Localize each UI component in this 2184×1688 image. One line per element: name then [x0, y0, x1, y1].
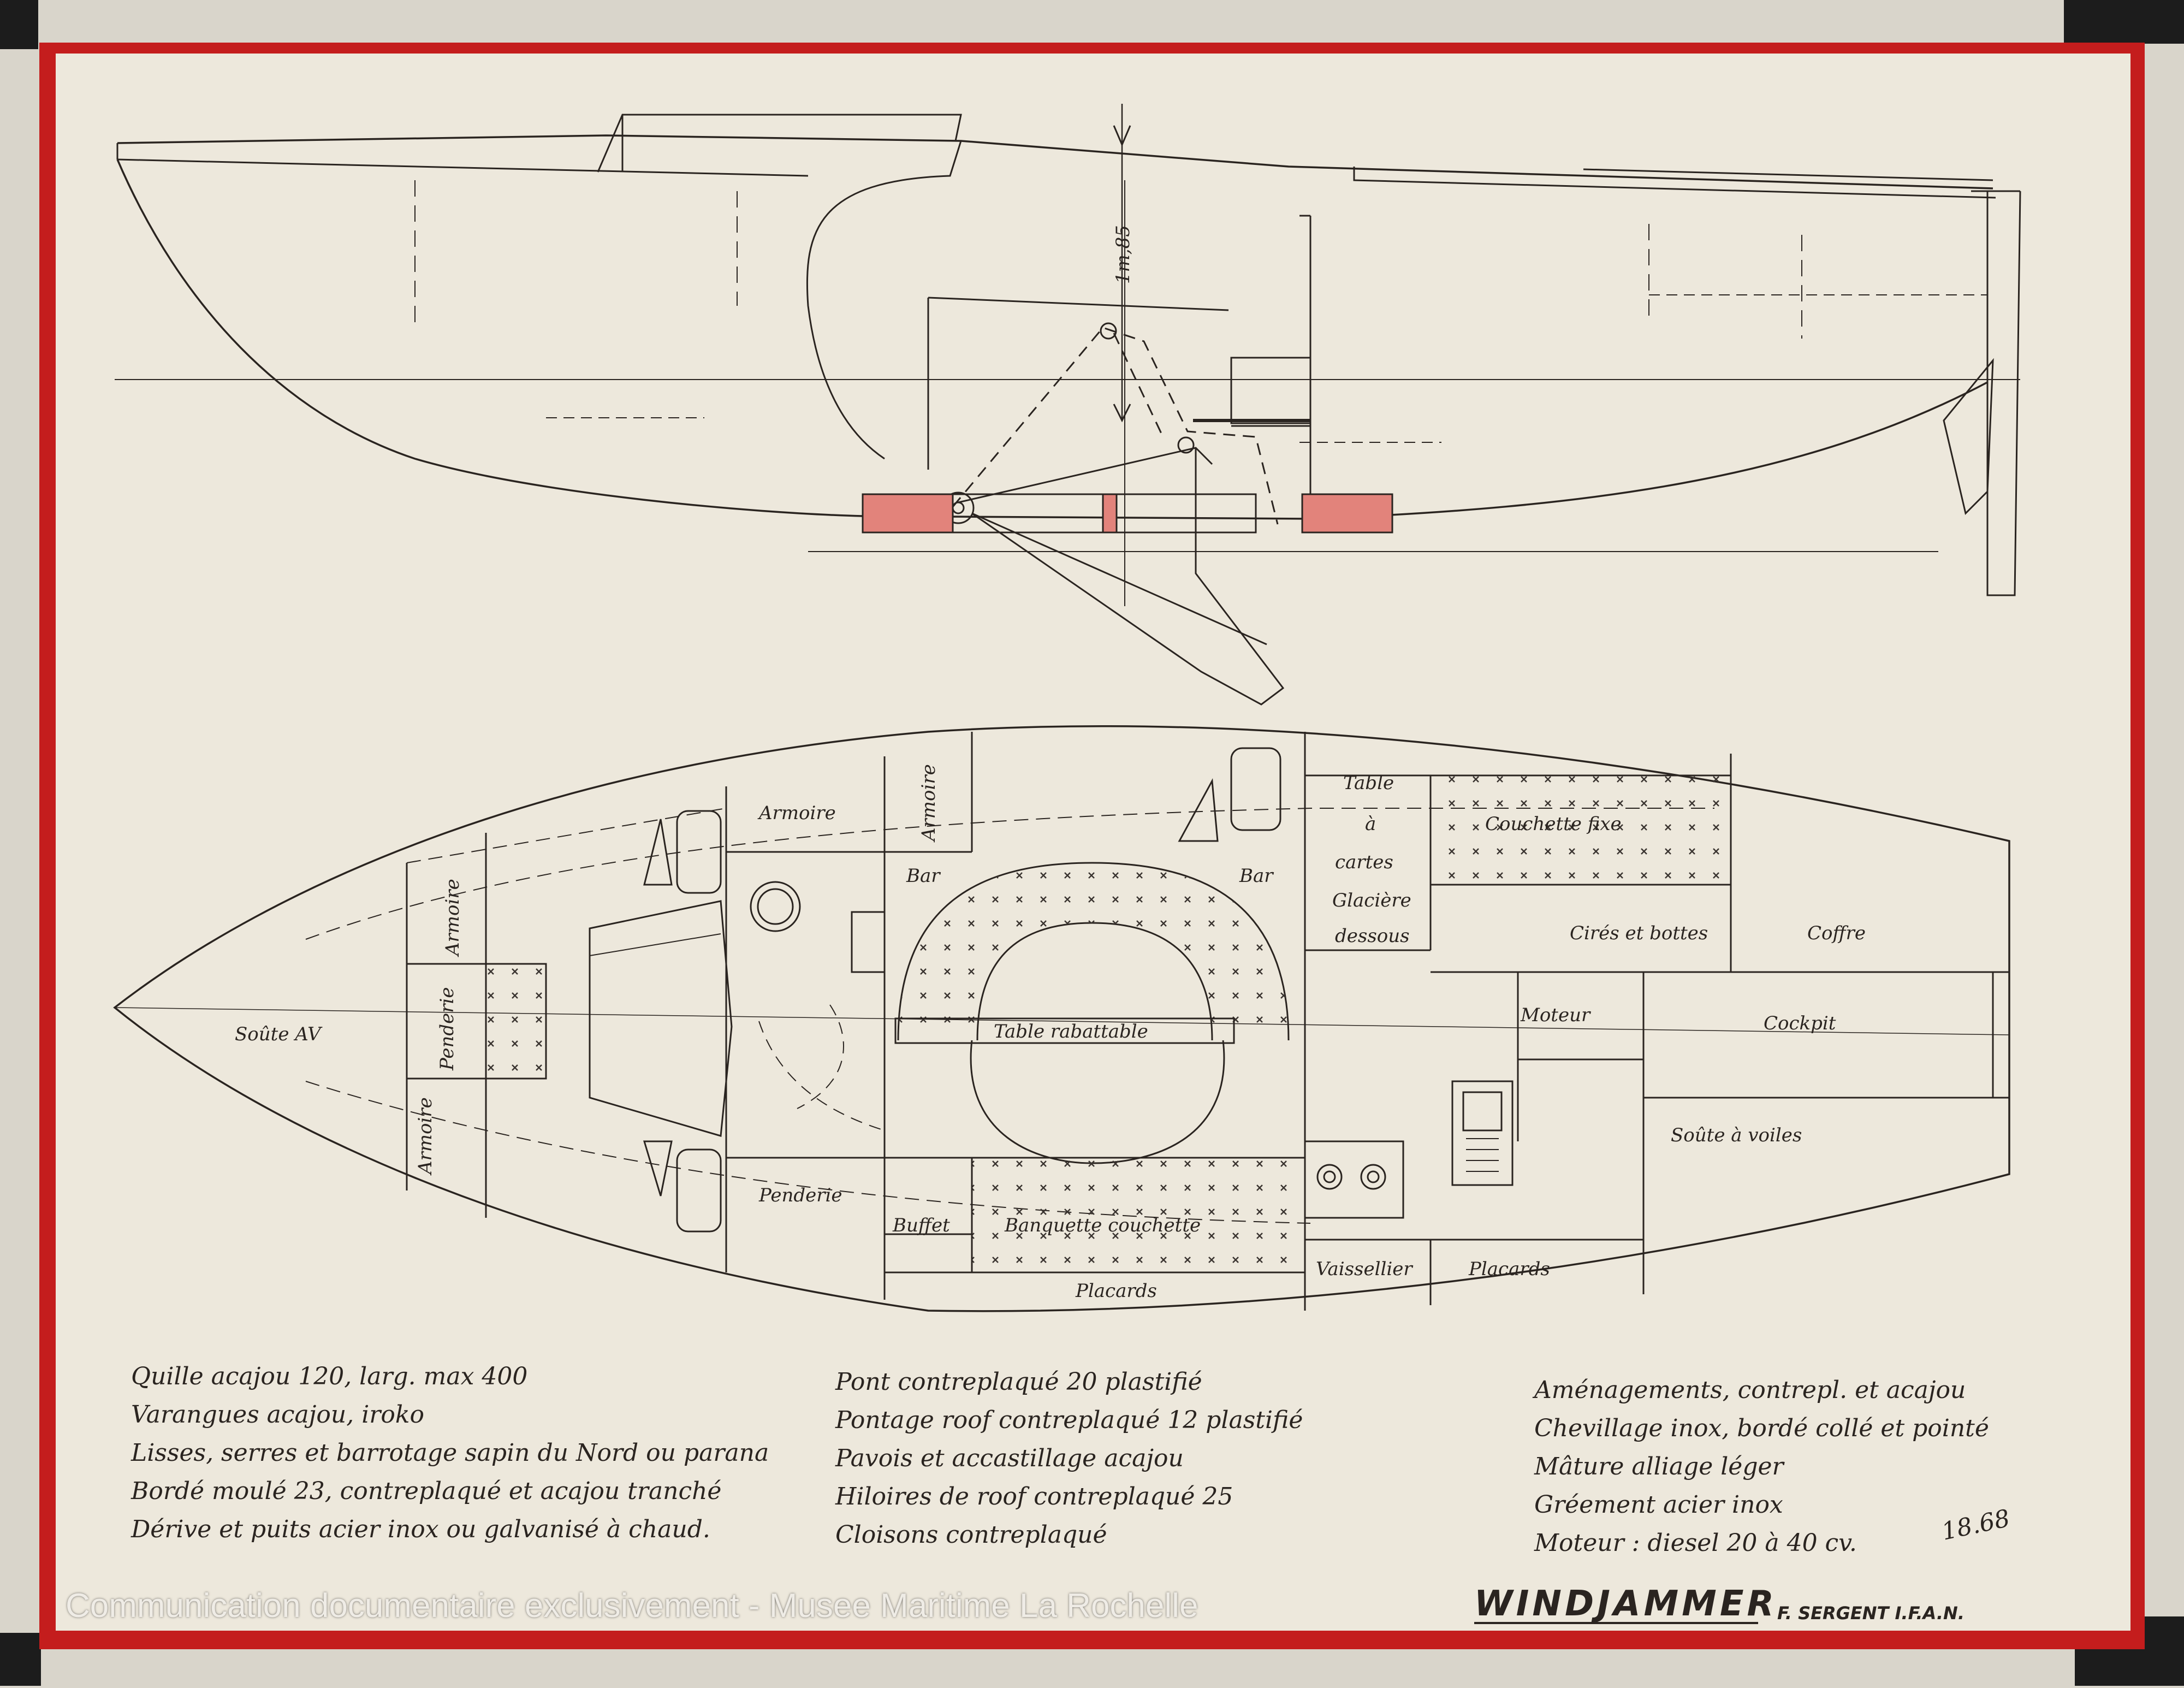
label-armoire-4: Armoire [414, 1097, 436, 1176]
watermark: Communication documentaire exclusivement… [66, 1587, 1198, 1625]
label-moteur: Moteur [1520, 1004, 1591, 1026]
dimension-label: 1m,85 [1112, 225, 1134, 284]
tape-bottom-left [0, 1633, 41, 1686]
note-middle-2: Pontage roof contreplaqué 12 plastifié [835, 1406, 1303, 1434]
label-soute-av: Soûte AV [235, 1023, 323, 1045]
label-bar-2: Bar [1239, 865, 1274, 887]
label-penderie-2: Penderie [758, 1184, 842, 1206]
label-glaciere-1: Glacière [1332, 890, 1411, 911]
label-glaciere-2: dessous [1335, 925, 1410, 947]
label-penderie-1: Penderie [436, 987, 458, 1071]
tracing-paper [56, 54, 2130, 1631]
note-middle-3: Pavois et accastillage acajou [835, 1444, 1184, 1472]
label-placards-1: Placards [1075, 1280, 1157, 1302]
note-middle-5: Cloisons contreplaqué [835, 1521, 1107, 1549]
note-left-2: Varangues acajou, iroko [131, 1401, 424, 1429]
label-table-rabattable: Table rabattable [994, 1021, 1148, 1043]
note-right-5: Moteur : diesel 20 à 40 cv. [1534, 1529, 1857, 1557]
plan-labels: Soûte AV Armoire Armoire Armoire Armoire… [235, 764, 1866, 1302]
note-left-1: Quille acajou 120, larg. max 400 [131, 1363, 527, 1390]
designer: F. SERGENT I.F.A.N. [1777, 1603, 1965, 1624]
label-banquette: Banquette couchette [1004, 1215, 1201, 1236]
note-left-3: Lisses, serres et barrotage sapin du Nor… [130, 1439, 769, 1467]
boat-name: WINDJAMMER [1474, 1584, 1777, 1624]
label-coffre: Coffre [1807, 922, 1866, 944]
label-armoire-3: Armoire [442, 879, 464, 957]
label-buffet: Buffet [892, 1215, 950, 1236]
label-bar-1: Bar [906, 865, 941, 887]
note-right-4: Gréement acier inox [1534, 1491, 1783, 1519]
profile-view [115, 104, 2021, 706]
note-right-2: Chevillage inox, bordé collé et pointé [1534, 1414, 1989, 1442]
label-armoire-2: Armoire [918, 764, 940, 843]
label-armoire-1: Armoire [757, 802, 836, 824]
note-right-3: Mâture alliage léger [1534, 1453, 1785, 1480]
label-placards-2: Placards [1468, 1258, 1550, 1280]
label-table-cartes-2: à [1365, 813, 1376, 835]
note-middle-4: Hiloires de roof contreplaqué 25 [835, 1483, 1233, 1511]
notes-middle: Pont contreplaqué 20 plastifié Pontage r… [835, 1368, 1303, 1549]
tape-top-left [0, 0, 38, 49]
note-left-4: Bordé moulé 23, contreplaqué et acajou t… [130, 1477, 721, 1505]
label-cires-bottes: Cirés et bottes [1570, 922, 1708, 944]
note-right-1: Aménagements, contrepl. et acajou [1532, 1376, 1966, 1404]
note-left-5: Dérive et puits acier inox ou galvanisé … [130, 1515, 710, 1543]
label-vaissellier: Vaissellier [1316, 1258, 1413, 1280]
label-couchette-fixe: Couchette fixe [1485, 813, 1622, 835]
label-cockpit: Cockpit [1764, 1012, 1836, 1034]
notes-right: Aménagements, contrepl. et acajou Chevil… [1532, 1376, 1989, 1557]
label-table-cartes-3: cartes [1335, 851, 1393, 873]
notes-left: Quille acajou 120, larg. max 400 Varangu… [130, 1363, 769, 1543]
note-middle-1: Pont contreplaqué 20 plastifié [835, 1368, 1202, 1396]
tape-top-right [2064, 0, 2184, 44]
label-soute-voiles: Soûte à voiles [1671, 1124, 1802, 1146]
label-table-cartes-1: Table [1343, 772, 1394, 794]
plan-view [113, 725, 2010, 1312]
